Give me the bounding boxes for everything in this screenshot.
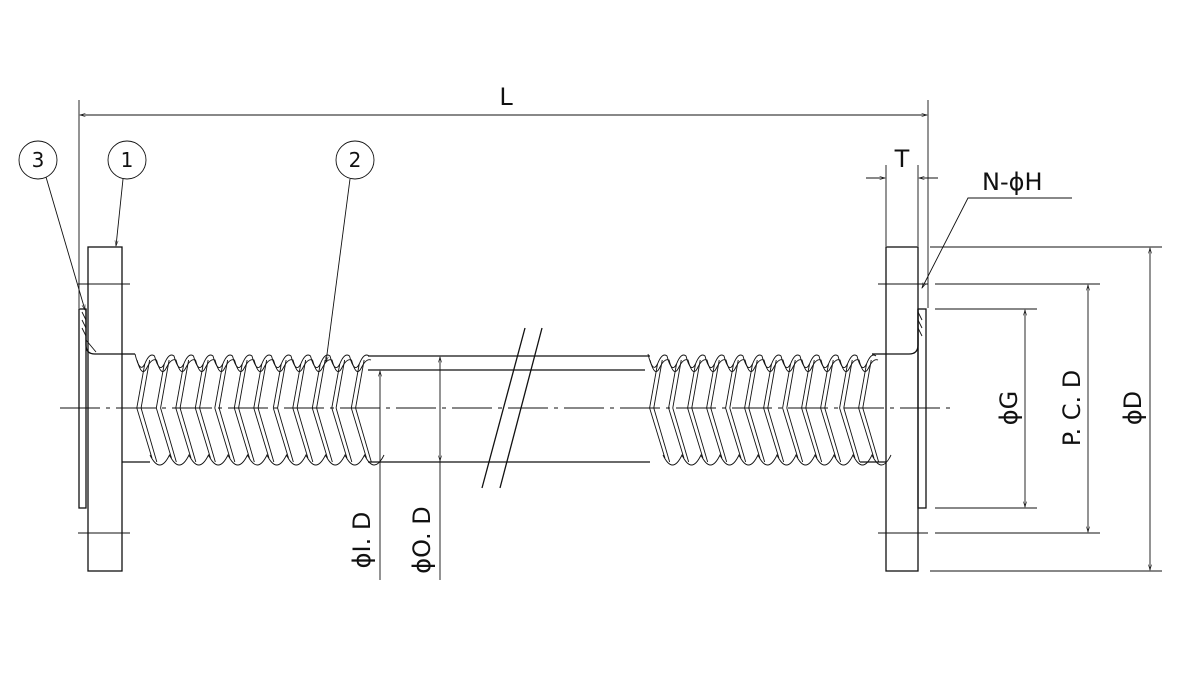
svg-text:1: 1 (121, 148, 134, 172)
dimension-ID-label: ϕI. D (348, 512, 376, 569)
break-line (481, 327, 526, 489)
balloon-1: 1 (107, 140, 147, 247)
dimension-L-label: L (499, 83, 513, 111)
dimension-T-label: T (894, 145, 910, 173)
corrugation-section (647, 353, 892, 466)
left-flange (78, 246, 130, 572)
corrugation-section (134, 353, 385, 466)
dimension-D-label: ϕD (1119, 391, 1147, 425)
break-line (499, 327, 543, 489)
bellows-hose (122, 353, 892, 466)
dimension-OD-label: ϕO. D (408, 506, 436, 574)
balloon-3: 3 (18, 140, 86, 311)
balloon-2: 2 (324, 140, 375, 363)
svg-text:3: 3 (32, 148, 45, 172)
dimension-G-label: ϕG (995, 391, 1023, 425)
right-flange (878, 246, 928, 572)
bolt-holes-label: N-ϕH (982, 168, 1043, 196)
dimension-PCD-label: P. C. D (1058, 370, 1086, 447)
svg-text:2: 2 (349, 148, 362, 172)
